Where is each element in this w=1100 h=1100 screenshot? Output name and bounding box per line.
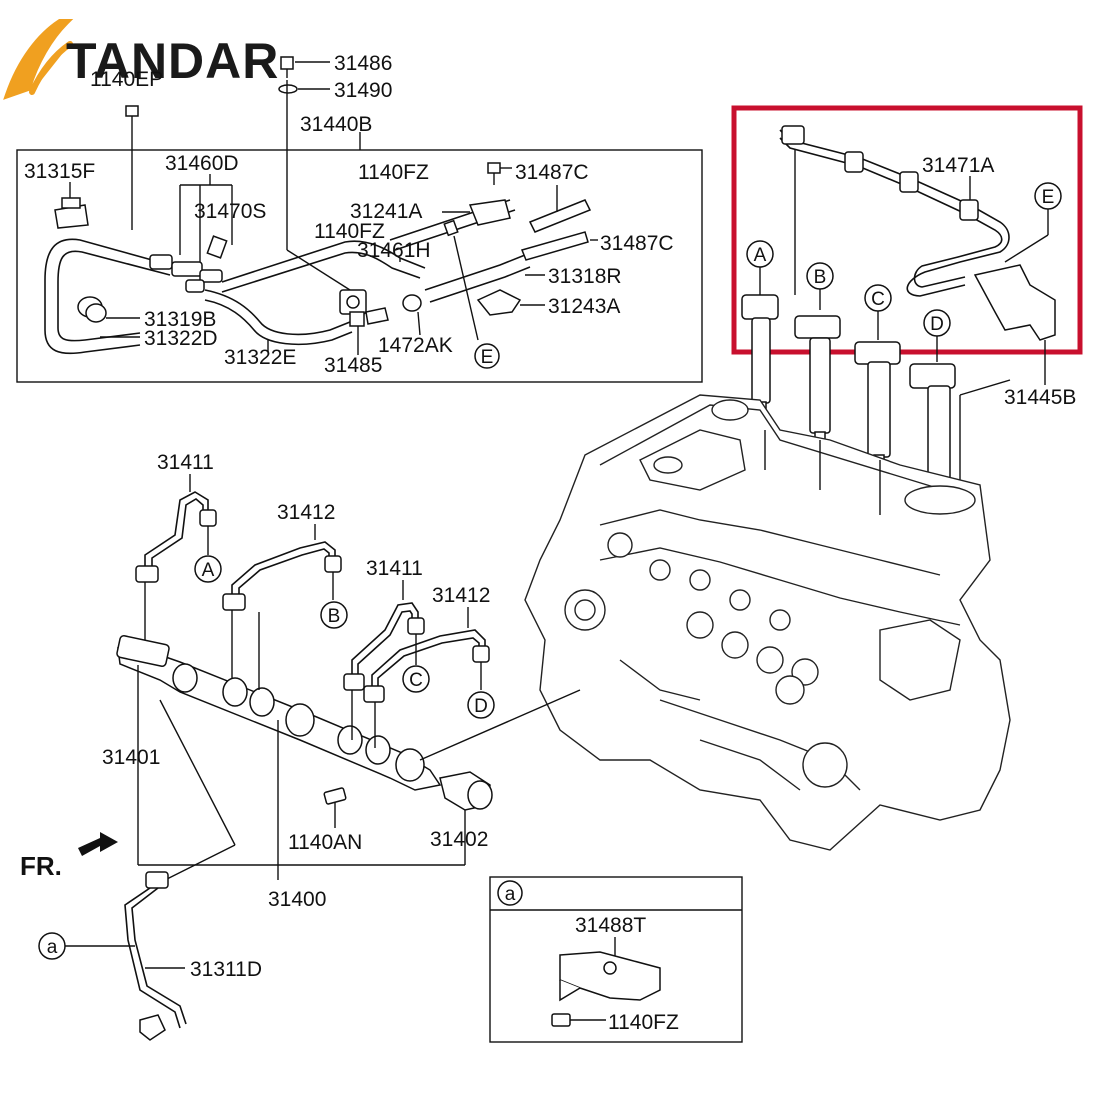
callout-E-top-circle bbox=[474, 343, 500, 369]
hose-31461H bbox=[221, 240, 426, 293]
callout-D-pipe: D bbox=[474, 696, 488, 717]
callout-C-pipe-circle bbox=[402, 665, 430, 693]
callout-C-pipe: C bbox=[409, 670, 423, 691]
connector-31487C-a bbox=[528, 185, 592, 233]
connector-31487C-b bbox=[520, 231, 598, 261]
callout-A-pipe: A bbox=[202, 560, 215, 581]
callout-B-pipe: B bbox=[328, 606, 341, 627]
washer-31490 bbox=[278, 84, 330, 94]
tee-31460D bbox=[149, 254, 223, 293]
label-31487C-a: 31487C bbox=[515, 161, 589, 184]
bracket-31241A bbox=[442, 199, 511, 226]
bracket-31445B bbox=[973, 264, 1056, 385]
inset-box bbox=[489, 876, 743, 1043]
brand-logo: TANDAR bbox=[3, 19, 279, 100]
callout-B-rail: B bbox=[814, 267, 827, 288]
label-31402: 31402 bbox=[430, 828, 488, 851]
return-line-31471A bbox=[779, 125, 1010, 297]
sensor-line-31311D bbox=[124, 871, 187, 1041]
valve-31485 bbox=[339, 289, 389, 355]
logo-swoosh-icon bbox=[3, 19, 74, 100]
callout-a-inset: a bbox=[505, 884, 516, 905]
pipe-31411-b bbox=[343, 602, 425, 691]
common-rail-31400 bbox=[116, 582, 493, 811]
label-31318R: 31318R bbox=[548, 265, 622, 288]
callout-B-pipe-circle bbox=[320, 601, 348, 629]
label-31322E: 31322E bbox=[224, 346, 296, 369]
callout-a-inset-circle bbox=[497, 880, 523, 906]
callout-D-pipe-circle bbox=[467, 691, 495, 719]
label-1140EP: 1140EP bbox=[90, 68, 163, 91]
label-31488T: 31488T bbox=[575, 914, 646, 937]
hose-31322D bbox=[44, 238, 171, 355]
engine-block bbox=[524, 394, 1011, 851]
label-31487C-b: 31487C bbox=[600, 232, 674, 255]
label-31471A: 31471A bbox=[922, 154, 994, 177]
bolt-1140EP bbox=[125, 105, 139, 128]
label-31486: 31486 bbox=[334, 52, 392, 75]
label-1140FZ-inset: 1140FZ bbox=[608, 1011, 679, 1034]
label-31412-a: 31412 bbox=[277, 501, 335, 524]
label-31470S: 31470S bbox=[194, 200, 266, 223]
label-31401: 31401 bbox=[102, 746, 160, 769]
pipe-31412-a bbox=[222, 541, 342, 611]
label-31319B: 31319B bbox=[144, 308, 216, 331]
callout-E-rail: E bbox=[1042, 187, 1055, 208]
label-31485: 31485 bbox=[324, 354, 382, 377]
label-1140AN: 1140AN bbox=[288, 831, 362, 854]
highlight-box bbox=[731, 105, 1083, 355]
bracket-31488T bbox=[559, 951, 661, 1002]
bolt-1140FZ-inset bbox=[551, 1013, 606, 1027]
callout-D-rail: D bbox=[930, 314, 944, 335]
label-31311D: 31311D bbox=[190, 958, 262, 981]
label-31445B: 31445B bbox=[1004, 386, 1076, 409]
label-31241A: 31241A bbox=[350, 200, 422, 223]
callout-A-pipe-circle bbox=[194, 555, 222, 583]
label-1140FZ-top: 1140FZ bbox=[358, 161, 429, 184]
bolt-1140AN bbox=[323, 787, 347, 828]
pipe-31411-a bbox=[135, 491, 217, 583]
hose-31322E bbox=[204, 289, 353, 346]
label-31490: 31490 bbox=[334, 79, 392, 102]
label-31440B: 31440B bbox=[300, 113, 372, 136]
label-1140FZ-mid: 1140FZ bbox=[314, 220, 385, 243]
label-31243A: 31243A bbox=[548, 295, 620, 318]
callout-E-top: E bbox=[481, 347, 494, 368]
callout-C-rail: C bbox=[871, 289, 885, 310]
bolt-31486 bbox=[280, 56, 330, 78]
clip-1472AK bbox=[402, 294, 422, 336]
bracket-31243A bbox=[476, 289, 545, 316]
label-31460D: 31460D bbox=[165, 152, 239, 175]
label-31315F: 31315F bbox=[24, 160, 95, 183]
front-arrow-icon bbox=[78, 832, 118, 856]
callout-a-sensor: a bbox=[47, 937, 58, 958]
label-31411-a: 31411 bbox=[157, 451, 214, 474]
logo-text: TANDAR bbox=[66, 33, 279, 89]
bolt-1140FZ-top bbox=[487, 162, 512, 185]
label-31400: 31400 bbox=[268, 888, 326, 911]
label-31322D: 31322D bbox=[144, 327, 218, 350]
clip-31315F bbox=[54, 182, 89, 229]
fitting-31470S bbox=[206, 235, 228, 259]
clamp-31319B bbox=[77, 296, 140, 323]
label-31411-b: 31411 bbox=[366, 557, 423, 580]
label-1472AK: 1472AK bbox=[378, 334, 453, 357]
front-direction-label: FR. bbox=[20, 851, 62, 881]
label-31412-b: 31412 bbox=[432, 584, 490, 607]
callout-A-rail: A bbox=[754, 245, 767, 266]
bolt-1140FZ-mid bbox=[443, 219, 479, 341]
